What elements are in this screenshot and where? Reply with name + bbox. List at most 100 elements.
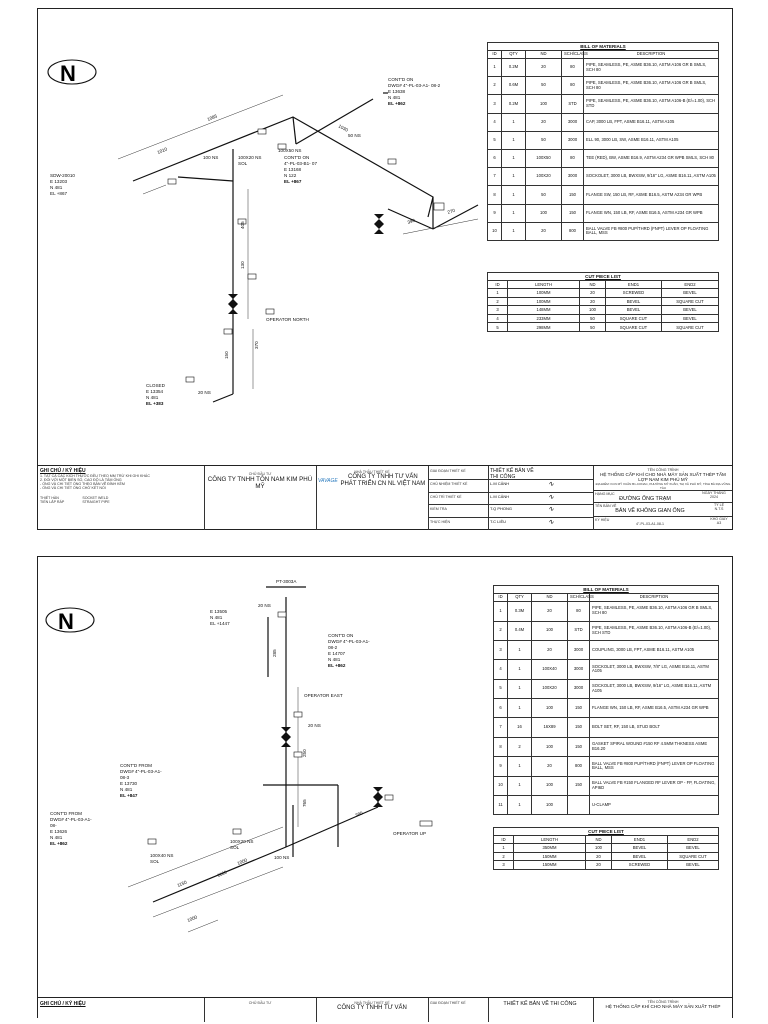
consultant-block: NHÀ THẦU THIẾT KẾ VAVAGE CÔNG TY TNHH TƯ… (318, 470, 426, 488)
table-cell: 20 (531, 639, 568, 661)
notes-block: GHI CHÚ / KÝ HIỆU 1. TẤT CẢ CÁC KÍCH THƯ… (40, 468, 200, 504)
stage-2: THIẾT KẾ BẢN VẼ THI CÔNG (503, 1001, 577, 1007)
table-cell: 50 (579, 313, 606, 324)
table-cell: 800 (567, 756, 590, 777)
table-cell: 2 (493, 620, 508, 641)
table-cell: ELL 90, 3000 LB, SW, ASME B16.11, ASTM A… (583, 130, 719, 151)
category-name: ĐƯỜNG ỐNG TRẠM (619, 496, 671, 502)
north-label: N (60, 61, 76, 86)
notes-title-2: GHI CHÚ / KÝ HIỆU (40, 1001, 86, 1007)
table-cell: 80 (561, 58, 584, 78)
sol2-0: 100X20 NS (230, 839, 254, 844)
dim-6: 270 (447, 208, 456, 215)
operator-label: OPERATOR NORTH (266, 317, 309, 322)
table-cell: STD (561, 94, 584, 114)
table-cell: CAP, 3000 LB, FPT, ASME B16.11, ASTM A10… (583, 112, 719, 132)
table-cell (567, 795, 590, 816)
cut-title: CUT PIECE LIST (487, 272, 719, 281)
table-cell: 1 (507, 659, 532, 680)
role-label: GIAI ĐOẠN THIẾT KẾ (430, 469, 466, 473)
table-cell: SOCKOLET, 3000 LB, BWXSW, 7/8" LG, ASME … (589, 659, 719, 680)
table-cell: 2 (487, 76, 502, 96)
isometric-drawing-1: N (47, 59, 479, 406)
dim-5: 390 (407, 218, 416, 225)
contd-from2-2: 08- (50, 823, 57, 828)
table-cell: BEVEL (605, 305, 662, 315)
table-cell: 150MM (513, 860, 586, 870)
sol2-1: SOL (230, 845, 240, 850)
table-cell: 0.4M (507, 620, 532, 641)
table-cell: 16 (507, 717, 532, 738)
contd-on-3: E 14707 (328, 651, 346, 656)
closed-2: N 481 (146, 395, 159, 400)
table-cell: 3 (487, 305, 508, 315)
contd-mid-0: CONT'D ON (284, 155, 309, 160)
table-cell: 0.6M (501, 76, 526, 96)
role-2: GIAI ĐOẠN THIẾT KẾ (430, 1001, 466, 1005)
table-cell: 20 (525, 112, 562, 132)
ns-20b-label: 20 NS (308, 723, 321, 728)
consultant-label-2: NHÀ THẦU THIẾT KẾ (354, 1001, 390, 1005)
table-cell: 100X20 (525, 167, 562, 187)
pt-label: PT-3003A (276, 579, 297, 584)
table-cell: 20 (585, 860, 612, 870)
table-cell: FLANGE WN, 150 LB, RF, ASME B16.5, ASTM … (589, 698, 719, 719)
sol1-1: SOL (150, 859, 160, 864)
table-cell: SCREWED (605, 288, 662, 298)
note-0: 1. TẤT CẢ CÁC KÍCH THƯỚC ĐỀU THEO MM TRỪ… (40, 474, 150, 478)
date-label: NGÀY THÁNG (702, 491, 726, 495)
contd-mid-2: E 13168 (284, 167, 302, 172)
table-cell: 6 (493, 698, 508, 719)
contd-from1-3: E 13730 (120, 781, 138, 786)
table-cell: 50 (579, 322, 606, 332)
table-cell: 7 (493, 717, 508, 738)
table-cell: 20 (531, 601, 568, 622)
date-value: 2024 (710, 495, 718, 499)
table-cell: 100 (531, 620, 568, 641)
sdw-1: E 13203 (50, 179, 68, 184)
table-cell: FLANGE WN, 150 LB, RF, ASME B16.5, ASTM … (583, 203, 719, 223)
closed-3: EL +383 (146, 401, 164, 406)
table-cell: SQUARE CUT (661, 296, 719, 307)
table-cell: 1 (501, 112, 526, 132)
table-cell: 100 (579, 305, 606, 315)
table-cell: 100 (525, 94, 562, 114)
consultant-logo: VAVAGE (318, 477, 338, 484)
owner-name: CÔNG TY TNHH TÔN NAM KIM PHÚ MỸ (207, 476, 313, 491)
table-cell: 100X50 (525, 149, 562, 169)
contd-from2-4: N 481 (50, 835, 63, 840)
code-value: 4"-PL-03-A1-08-1 (635, 522, 665, 526)
consultant-name: CÔNG TY TNHH TƯ VẤN PHÁT TRIỂN CN NL VIỆ… (340, 474, 426, 487)
table-cell: 3000 (567, 678, 590, 700)
table-cell: 1 (493, 843, 514, 853)
role-label: THỰC HIỆN (430, 520, 451, 525)
table-cell: 3000 (567, 639, 590, 661)
title-block: GHI CHÚ / KÝ HIỆU 1. TẤT CẢ CÁC KÍCH THƯ… (38, 465, 732, 530)
table-cell: 100 (531, 736, 568, 758)
project-label: TÊN CÔNG TRÌNH (647, 468, 679, 472)
contd-top-1: DWG# 4"-PL-03-A1- 08-2 (388, 83, 441, 88)
table-cell: SQUARE CUT (605, 322, 662, 332)
dim-0: 1000 (187, 914, 199, 923)
table-cell: STD (567, 620, 590, 641)
table-cell: 1 (507, 795, 532, 816)
table-cell: 1 (487, 58, 502, 78)
table-cell: 150 (561, 203, 584, 223)
legend-item-3: STRAIGHT PIPE (82, 500, 110, 504)
code-block: KÝ HIỆU 4"-PL-03-A1-08-1 (595, 517, 705, 526)
contd-from2-1: DWG# 4"-PL-03-A1- (50, 817, 92, 822)
table-cell: U-CLAMP (589, 795, 719, 816)
dim-7: 285 (272, 649, 277, 657)
table-cell: 16X89 (531, 717, 568, 738)
table-cell: SQUARE CUT (667, 851, 719, 862)
table-cell: 1 (493, 601, 508, 622)
